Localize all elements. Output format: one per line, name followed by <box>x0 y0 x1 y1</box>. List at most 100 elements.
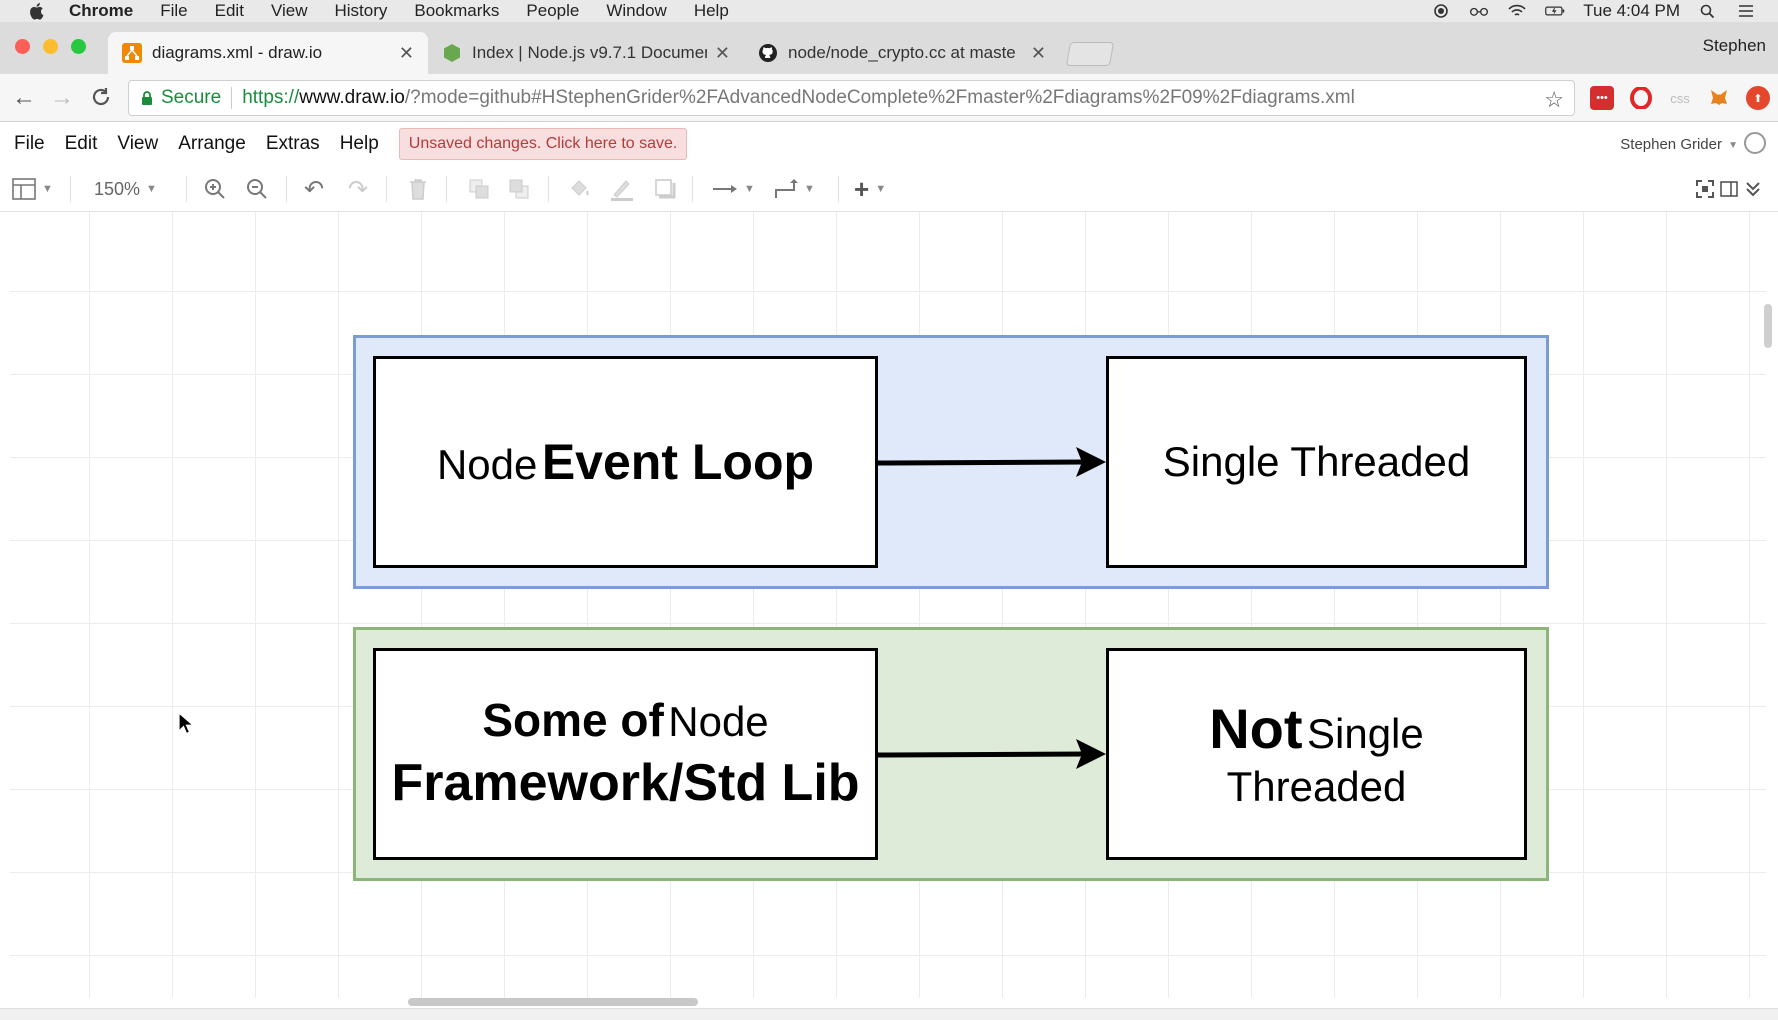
zoom-out-icon[interactable] <box>246 176 268 202</box>
menubar-help[interactable]: Help <box>693 1 729 20</box>
tab-close-icon[interactable]: ✕ <box>1030 42 1046 63</box>
drawio-menu-edit[interactable]: Edit <box>64 133 98 154</box>
format-toggle-icon[interactable] <box>1720 176 1738 202</box>
omnibox-separator <box>231 87 233 109</box>
toolbar-separator <box>446 176 447 202</box>
window-zoom-button[interactable] <box>71 39 86 54</box>
menubar-window[interactable]: Window <box>606 1 667 20</box>
framework-std-lib-label: Framework/Std Lib <box>391 754 860 813</box>
reload-icon[interactable] <box>90 86 112 108</box>
undo-icon[interactable]: ↶ <box>304 175 325 203</box>
menubar-view[interactable]: View <box>270 1 308 20</box>
collapse-icon[interactable] <box>1744 176 1762 202</box>
menubar-bookmarks[interactable]: Bookmarks <box>414 1 500 20</box>
drawio-icon <box>122 43 142 63</box>
framework-std-lib-box[interactable]: Some of Node Framework/Std Lib <box>373 648 878 860</box>
nodejs-icon <box>444 44 460 62</box>
drawio-menu-extras[interactable]: Extras <box>265 133 320 154</box>
lock-icon <box>142 91 152 105</box>
battery-icon[interactable] <box>1545 4 1565 18</box>
tab-nodejs-docs[interactable]: Index | Node.js v9.7.1 Documen ✕ <box>428 32 744 74</box>
address-bar[interactable]: Secure https:// www.draw.io /?mode=githu… <box>128 80 1575 116</box>
menubar-history[interactable]: History <box>334 1 388 20</box>
drawio-menu-arrange[interactable]: Arrange <box>178 133 246 154</box>
tab-close-icon[interactable]: ✕ <box>714 42 730 63</box>
toolbar-separator <box>286 176 287 202</box>
drawio-toolbar: ▼ 150%▼ ↶ ↷ ▼ ▼ +▼ <box>0 166 1778 212</box>
menubar-people[interactable]: People <box>526 1 580 20</box>
chevron-down-icon[interactable]: ▼ <box>1728 140 1738 151</box>
single-threaded-box[interactable]: Single Threaded <box>1106 356 1527 568</box>
zoom-in-icon[interactable] <box>204 176 226 202</box>
record-icon[interactable] <box>1431 4 1451 18</box>
toolbar-separator <box>692 176 693 202</box>
metamask-icon[interactable] <box>1707 86 1731 110</box>
url-protocol: https:// <box>242 87 300 108</box>
opera-icon[interactable] <box>1629 86 1653 110</box>
waypoints-icon[interactable]: ▼ <box>774 176 815 202</box>
fill-color-icon[interactable] <box>568 176 590 202</box>
css-icon[interactable]: css <box>1670 90 1690 106</box>
node-event-loop-label: Event Loop <box>541 434 815 490</box>
drawio-user-menu[interactable]: Stephen Grider <box>1620 136 1722 153</box>
tab-title: node/node_crypto.cc at maste <box>788 43 1016 62</box>
toolbar-separator <box>838 176 839 202</box>
window-close-button[interactable] <box>15 39 30 54</box>
browser-toolbar: ← → Secure https:// www.draw.io /?mode=g… <box>0 74 1778 122</box>
not-single-threaded-box[interactable]: Not Single Threaded <box>1106 648 1527 860</box>
tab-drawio[interactable]: diagrams.xml - draw.io ✕ <box>108 32 428 74</box>
tab-close-icon[interactable]: ✕ <box>398 42 414 63</box>
apple-icon[interactable] <box>27 1 47 21</box>
url-path: /?mode=github#HStephenGrider%2FAdvancedN… <box>404 87 1355 108</box>
menubar-edit[interactable]: Edit <box>214 1 244 20</box>
profile-name[interactable]: Stephen <box>1702 36 1766 55</box>
glasses-icon[interactable] <box>1469 4 1489 18</box>
notification-center-icon[interactable] <box>1736 4 1756 18</box>
menubar-file[interactable]: File <box>160 1 188 20</box>
extension-icon[interactable]: ⬆ <box>1746 86 1770 110</box>
drawio-menu-help[interactable]: Help <box>339 133 379 154</box>
diagram-canvas[interactable]: Node Event Loop Single Threaded Some of … <box>10 212 1766 998</box>
tab-github-crypto[interactable]: node/node_crypto.cc at maste ✕ <box>744 32 1060 74</box>
window-minimize-button[interactable] <box>43 39 58 54</box>
fullscreen-icon[interactable] <box>1696 176 1714 202</box>
back-arrow-icon[interactable]: ← <box>12 84 36 111</box>
menubar-clock[interactable]: Tue 4:04 PM <box>1583 1 1680 20</box>
to-front-icon[interactable] <box>468 176 490 202</box>
toolbar-separator <box>386 176 387 202</box>
unsaved-changes-button[interactable]: Unsaved changes. Click here to save. <box>398 128 688 160</box>
delete-icon[interactable] <box>408 176 428 202</box>
connection-icon[interactable]: ▼ <box>712 176 755 202</box>
line-color-icon[interactable] <box>610 176 634 202</box>
github-icon <box>759 44 777 62</box>
node-event-loop-box[interactable]: Node Event Loop <box>373 356 878 568</box>
browser-tab-strip: diagrams.xml - draw.io ✕ Index | Node.js… <box>0 22 1778 74</box>
single-label: Single <box>1306 710 1424 758</box>
spotlight-search-icon[interactable] <box>1698 4 1718 18</box>
drawio-menu-file[interactable]: File <box>14 133 45 154</box>
vertical-scrollbar[interactable] <box>1764 304 1772 348</box>
drawio-menu-view[interactable]: View <box>117 133 159 154</box>
horizontal-scrollbar[interactable] <box>408 998 698 1006</box>
zoom-level-select[interactable]: 150%▼ <box>94 178 157 199</box>
node-event-loop-prefix: Node <box>436 441 538 488</box>
language-globe-icon[interactable] <box>1744 132 1766 154</box>
mouse-cursor-icon <box>178 712 194 735</box>
new-tab-button[interactable] <box>1065 42 1115 66</box>
some-of-label: Some of <box>482 694 664 747</box>
redo-icon[interactable]: ↷ <box>348 175 369 203</box>
insert-icon[interactable]: +▼ <box>854 173 887 204</box>
forward-arrow-icon[interactable]: → <box>50 84 74 111</box>
format-panel-icon[interactable]: ▼ <box>12 176 53 202</box>
not-label: Not <box>1209 697 1303 761</box>
toolbar-separator <box>70 176 71 202</box>
menubar-app[interactable]: Chrome <box>69 1 134 20</box>
to-back-icon[interactable] <box>508 176 530 202</box>
lastpass-icon[interactable]: ••• <box>1590 86 1614 110</box>
threaded-label: Threaded <box>1226 763 1407 811</box>
single-threaded-label: Single Threaded <box>1162 437 1471 485</box>
bookmark-star-icon[interactable]: ☆ <box>1544 87 1564 112</box>
wifi-icon[interactable] <box>1507 4 1527 18</box>
url-host: www.draw.io <box>299 87 405 108</box>
shadow-icon[interactable] <box>654 176 676 202</box>
